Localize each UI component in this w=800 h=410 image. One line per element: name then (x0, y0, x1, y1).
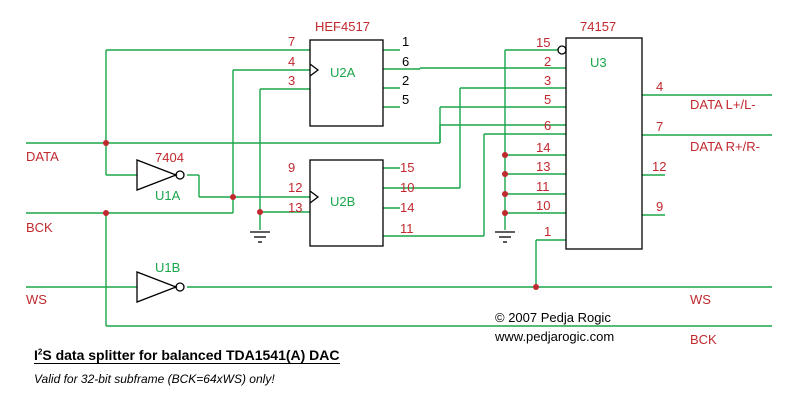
pin-number: 14 (400, 200, 414, 215)
u2a-chip-label: HEF4517 (315, 19, 370, 34)
pin-number: 15 (536, 35, 550, 50)
credits: © 2007 Pedja Rogic www.pedjarogic.com (494, 310, 614, 344)
title-rest: S data splitter for balanced TDA1541(A) … (42, 347, 340, 363)
pin-number: 9 (656, 199, 663, 214)
u1b-inverter: U1B (136, 260, 185, 303)
u3-right-pins: 4 7 12 9 (652, 79, 666, 214)
pin-number: 13 (536, 159, 550, 174)
pin-number: 9 (288, 160, 295, 175)
pin-number: 10 (400, 180, 414, 195)
net-label-bck-in: BCK (26, 220, 53, 235)
net-label-data-rr: DATA R+/R- (690, 139, 760, 154)
net-label-ws-in: WS (26, 292, 47, 307)
pin-number: 10 (536, 198, 550, 213)
u2b-ref-label: U2B (330, 194, 355, 209)
pin-number: 2 (544, 54, 551, 69)
u2a-right-pins: 1 6 2 5 (402, 34, 409, 107)
diagram-title: I2S data splitter for balanced TDA1541(A… (34, 347, 340, 364)
pin-number: 5 (544, 92, 551, 107)
pin-number: 3 (288, 73, 295, 88)
pin-number: 1 (544, 224, 551, 239)
net-label-data-in: DATA (26, 149, 59, 164)
u2b-left-pins: 9 12 13 (288, 160, 302, 215)
pin-number: 11 (536, 179, 550, 194)
net-label-ws-out: WS (690, 292, 711, 307)
u1a-ref-label: U1A (155, 188, 181, 203)
pin-number: 2 (402, 73, 409, 88)
title-prefix: I (34, 347, 38, 363)
pin-number: 13 (288, 200, 302, 215)
u1a-inverter: 7404 U1A (136, 150, 185, 203)
pin-number: 6 (544, 118, 551, 133)
u2a-counter: U2A HEF4517 (309, 19, 384, 127)
junction-dots (103, 140, 539, 290)
pin-number: 11 (400, 221, 414, 236)
pin-number: 3 (544, 73, 551, 88)
pin-number: 7 (288, 34, 295, 49)
net-label-data-lr: DATA L+/L- (690, 97, 756, 112)
u3-mux: U3 74157 (557, 19, 643, 250)
u3-ref-label: U3 (590, 55, 607, 70)
pin-number: 4 (656, 79, 663, 94)
title-superscript: 2 (37, 347, 43, 357)
net-labels: DATA BCK WS WS BCK DATA L+/L- DATA R+/R- (26, 97, 760, 347)
u2a-left-pins: 7 4 3 (288, 34, 295, 88)
u3-inverted-input-bubble (557, 45, 567, 55)
pin-number: 1 (402, 34, 409, 49)
u1a-chip-label: 7404 (155, 150, 184, 165)
u2a-ref-label: U2A (330, 65, 356, 80)
diagram-subtitle: Valid for 32-bit subframe (BCK=64xWS) on… (34, 372, 275, 386)
ground-symbol-u3 (495, 231, 515, 243)
website-text: www.pedjarogic.com (494, 329, 614, 344)
copyright-text: © 2007 Pedja Rogic (495, 310, 611, 325)
pin-number: 12 (288, 180, 302, 195)
u2b-right-pins: 15 10 14 11 (400, 160, 414, 236)
pin-number: 14 (536, 140, 550, 155)
u3-chip-label: 74157 (580, 19, 616, 34)
pin-number: 5 (402, 92, 409, 107)
pin-number: 7 (656, 119, 663, 134)
pin-number: 4 (288, 54, 295, 69)
u2b-counter: U2B (309, 159, 384, 247)
u3-left-pins: 15 2 3 5 6 14 13 11 10 1 (536, 35, 551, 239)
pin-number: 12 (652, 159, 666, 174)
u1b-ref-label: U1B (155, 260, 180, 275)
ground-symbol-u2 (250, 231, 270, 243)
pin-number: 6 (402, 54, 409, 69)
wires (26, 49, 772, 327)
net-label-bck-out: BCK (690, 332, 717, 347)
pin-number: 15 (400, 160, 414, 175)
